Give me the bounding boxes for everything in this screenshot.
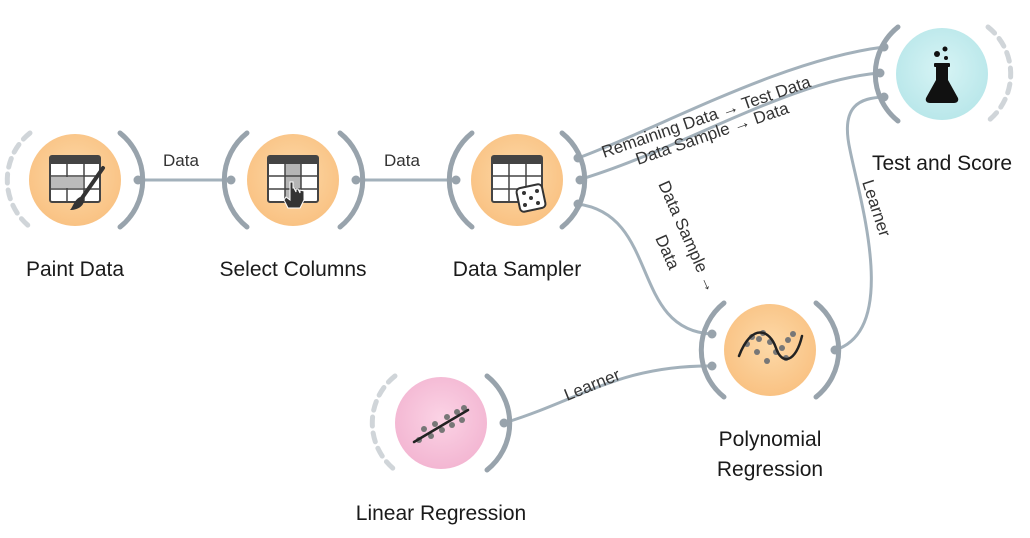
widget-circle[interactable]: [724, 304, 816, 396]
link-sampler-to-polynomial[interactable]: [577, 202, 713, 336]
output-anchor-sample[interactable]: [575, 175, 585, 185]
output-anchor[interactable]: [351, 175, 361, 185]
output-anchor-remaining[interactable]: [573, 153, 583, 163]
input-anchor-learner[interactable]: [707, 361, 717, 371]
output-bracket[interactable]: [484, 373, 513, 473]
input-bracket[interactable]: [221, 130, 250, 230]
input-anchor-test-data[interactable]: [879, 42, 889, 52]
output-bracket[interactable]: [337, 130, 366, 230]
node-polynomial-regression[interactable]: Polynomial Regression: [698, 300, 842, 481]
node-label: Data Sampler: [453, 258, 581, 281]
input-anchor-data[interactable]: [875, 68, 885, 78]
links-layer: [138, 45, 885, 425]
node-test-and-score[interactable]: Test and Score: [872, 24, 1014, 175]
link-sampler-remaining-to-test[interactable]: [577, 45, 885, 160]
input-anchor[interactable]: [451, 175, 461, 185]
node-data-sampler[interactable]: Data Sampler: [446, 130, 588, 281]
output-anchor[interactable]: [830, 345, 840, 355]
polynomial-curve-icon: [737, 330, 804, 364]
node-label-line1: Polynomial: [719, 428, 822, 451]
link-label-select-to-sampler: Data: [384, 151, 420, 170]
widget-circle[interactable]: [395, 377, 487, 469]
node-label: Paint Data: [26, 258, 124, 281]
input-anchor-learner[interactable]: [879, 92, 889, 102]
link-label-paint-to-select: Data: [163, 151, 199, 170]
node-paint-data[interactable]: Paint Data: [4, 130, 146, 281]
node-label: Select Columns: [219, 258, 366, 281]
linear-fit-icon: [412, 405, 470, 444]
input-bracket[interactable]: [698, 300, 727, 400]
link-polynomial-to-test[interactable]: [834, 95, 885, 352]
node-label: Test and Score: [872, 152, 1012, 175]
node-label: Linear Regression: [356, 502, 526, 525]
link-linear-to-polynomial[interactable]: [503, 364, 713, 425]
node-linear-regression[interactable]: Linear Regression: [356, 373, 526, 525]
flask-icon: [925, 46, 959, 103]
input-bracket[interactable]: [872, 24, 901, 124]
paint-brush-table-icon: [49, 155, 105, 210]
node-label-line2: Regression: [717, 458, 823, 481]
output-anchor[interactable]: [499, 418, 509, 428]
input-anchor-data[interactable]: [707, 329, 717, 339]
output-bracket[interactable]: [559, 130, 588, 230]
link-sampler-sample-to-test[interactable]: [577, 71, 881, 182]
output-bracket[interactable]: [117, 130, 146, 230]
input-bracket-dashed: [369, 373, 398, 473]
output-bracket-dashed: [985, 24, 1014, 124]
select-columns-pointer-icon: [267, 155, 319, 209]
link-label-linear-to-polynomial: Learner: [561, 365, 623, 405]
output-anchor-sample-2[interactable]: [573, 199, 583, 209]
input-bracket[interactable]: [446, 130, 475, 230]
output-anchor[interactable]: [133, 175, 143, 185]
input-anchor[interactable]: [226, 175, 236, 185]
node-select-columns[interactable]: Select Columns: [219, 130, 367, 281]
input-bracket-dashed: [4, 130, 33, 230]
dice-table-icon: [491, 155, 547, 213]
